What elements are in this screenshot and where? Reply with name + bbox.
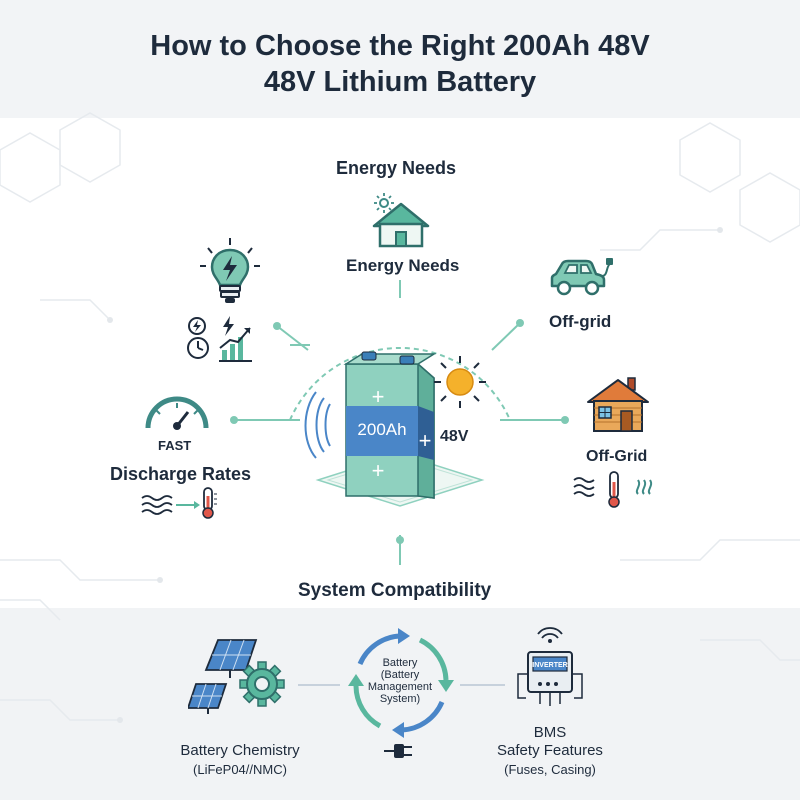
speed-gauge-icon (145, 396, 209, 430)
bms-cycle-label: Battery (Battery Management System) (350, 657, 450, 705)
battery-chemistry-label: Battery Chemistry (180, 742, 300, 759)
heat-flow-thermometer-icon (141, 487, 217, 519)
cabin-house-icon (587, 377, 649, 432)
fast-label: FAST (158, 438, 192, 453)
fuses-casing-label: (Fuses, Casing) (504, 762, 596, 777)
bms-cycle-line-2: (Battery (380, 669, 420, 681)
weather-thermometer-icon (573, 471, 653, 508)
light-bulb-icon (200, 238, 260, 303)
house-sun-icon (372, 193, 430, 248)
battery-200ah-48v-illustration (304, 351, 485, 507)
title-band (0, 0, 800, 118)
energy-needs-label: Energy Needs (346, 256, 460, 275)
battery-positive-bottom: + (371, 458, 385, 483)
off-grid-cabin-label: Off-Grid (586, 448, 648, 465)
system-compatibility-heading: System Compatibility (298, 580, 492, 601)
energy-needs-heading: Energy Needs (336, 158, 457, 178)
page-title-line-2: 48V Lithium Battery (263, 66, 537, 98)
battery-capacity-label: 200Ah (357, 420, 407, 439)
battery-positive-side: + (418, 428, 432, 453)
battery-voltage-label: 48V (440, 428, 469, 445)
page-title-line-1: How to Choose the Right 200Ah 48V (150, 30, 650, 62)
sun-icon (434, 356, 486, 408)
bms-cycle-line-1: Battery (382, 657, 418, 669)
inverter-screen-text: INVERTER (532, 662, 567, 669)
energy-usage-icons (187, 316, 252, 362)
bms-cycle-line-4: System) (379, 693, 421, 705)
safety-features-label: Safety Features (497, 742, 603, 759)
off-grid-vehicle-label: Off-grid (549, 312, 612, 331)
solar-panel-gear-icon (188, 639, 285, 714)
discharge-rates-label: Discharge Rates (110, 464, 252, 484)
bms-cycle-line-3: Management (367, 681, 433, 693)
bms-label: BMS (533, 724, 567, 741)
inverter-device-icon: INVERTER (517, 627, 583, 706)
electric-car-icon (550, 258, 613, 296)
plug-icon (384, 744, 412, 758)
bms-cycle-arrows-icon (348, 628, 454, 738)
battery-chemistry-sub: (LiFeP04//NMC) (193, 762, 287, 777)
battery-positive-top: + (371, 384, 385, 409)
